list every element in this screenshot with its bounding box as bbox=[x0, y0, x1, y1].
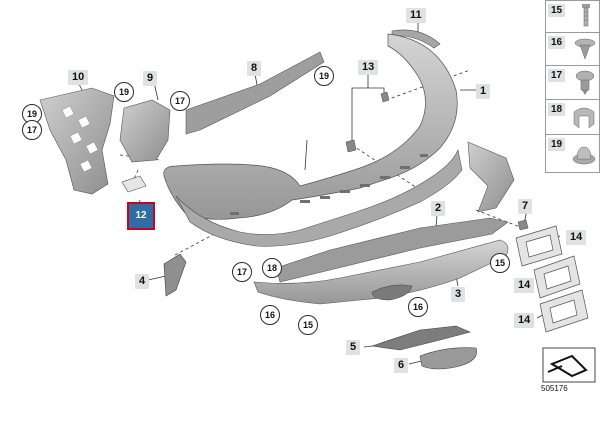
bumper-right-end bbox=[467, 141, 515, 213]
callout-10: 10 bbox=[68, 70, 89, 85]
part-8-carrier bbox=[185, 51, 325, 135]
callout-14c: 14 bbox=[514, 313, 535, 328]
callout-17c: 17 bbox=[232, 262, 252, 282]
callout-1: 1 bbox=[476, 84, 491, 99]
callout-18: 18 bbox=[262, 258, 282, 278]
cap-nut-icon bbox=[572, 146, 596, 165]
callout-3: 3 bbox=[451, 287, 466, 302]
direction-arrow-icon bbox=[542, 347, 596, 383]
part-4-side-trim bbox=[163, 253, 187, 297]
side-cell-17: 17 bbox=[545, 65, 600, 100]
screw-icon bbox=[582, 4, 590, 27]
part-7-small-piece bbox=[517, 219, 529, 231]
part-2-lower-strip bbox=[275, 217, 509, 283]
callout-4: 4 bbox=[135, 274, 150, 289]
part-3-diffuser bbox=[253, 239, 509, 305]
callout-8: 8 bbox=[247, 61, 262, 76]
callout-19a: 19 bbox=[314, 66, 334, 86]
callout-17a: 17 bbox=[170, 91, 190, 111]
diagram-reference-number: 505176 bbox=[541, 384, 568, 393]
part-1-lower-skirt bbox=[175, 148, 463, 247]
part-9-bracket bbox=[119, 99, 171, 163]
part-5-strip bbox=[371, 325, 471, 351]
callout-12-highlighted[interactable]: 12 bbox=[127, 202, 155, 230]
side-cell-18: 18 bbox=[545, 99, 600, 135]
callout-15b: 15 bbox=[298, 315, 318, 335]
callout-11: 11 bbox=[406, 8, 426, 23]
callout-9: 9 bbox=[143, 71, 158, 86]
callout-5: 5 bbox=[346, 340, 361, 355]
part-1-bumper-cover bbox=[163, 33, 458, 220]
side-label: 17 bbox=[548, 69, 566, 82]
callout-15a: 15 bbox=[490, 253, 510, 273]
rivet-icon bbox=[575, 70, 595, 95]
part-14-frames bbox=[515, 225, 589, 333]
side-label: 16 bbox=[548, 36, 566, 49]
bumper-slots bbox=[230, 154, 428, 215]
callout-16a: 16 bbox=[408, 297, 428, 317]
exhaust-opening-right bbox=[371, 284, 413, 301]
callout-17b: 17 bbox=[22, 120, 42, 140]
side-cell-16: 16 bbox=[545, 32, 600, 66]
push-clip-icon bbox=[574, 38, 596, 60]
callout-6: 6 bbox=[394, 358, 409, 373]
side-label: 15 bbox=[548, 4, 566, 17]
part-13-clip-a bbox=[345, 139, 357, 153]
part-11-top-strip bbox=[391, 29, 441, 49]
side-label: 18 bbox=[548, 103, 566, 116]
side-label: 19 bbox=[548, 138, 566, 151]
part-6-exhaust-trim bbox=[419, 347, 477, 370]
part-12-bracket bbox=[121, 175, 147, 193]
callout-2: 2 bbox=[431, 201, 446, 216]
bracket-holes bbox=[61, 105, 99, 173]
callout-13: 13 bbox=[358, 60, 379, 75]
spring-clip-icon bbox=[573, 107, 595, 129]
callout-16b: 16 bbox=[260, 305, 280, 325]
side-cell-15: 15 bbox=[545, 0, 600, 33]
callout-14b: 14 bbox=[514, 278, 535, 293]
callout-19b: 19 bbox=[114, 82, 134, 102]
callout-7: 7 bbox=[518, 199, 533, 214]
side-cell-19: 19 bbox=[545, 134, 600, 173]
part-13-clip-b bbox=[380, 91, 390, 103]
callout-14a: 14 bbox=[566, 230, 587, 245]
